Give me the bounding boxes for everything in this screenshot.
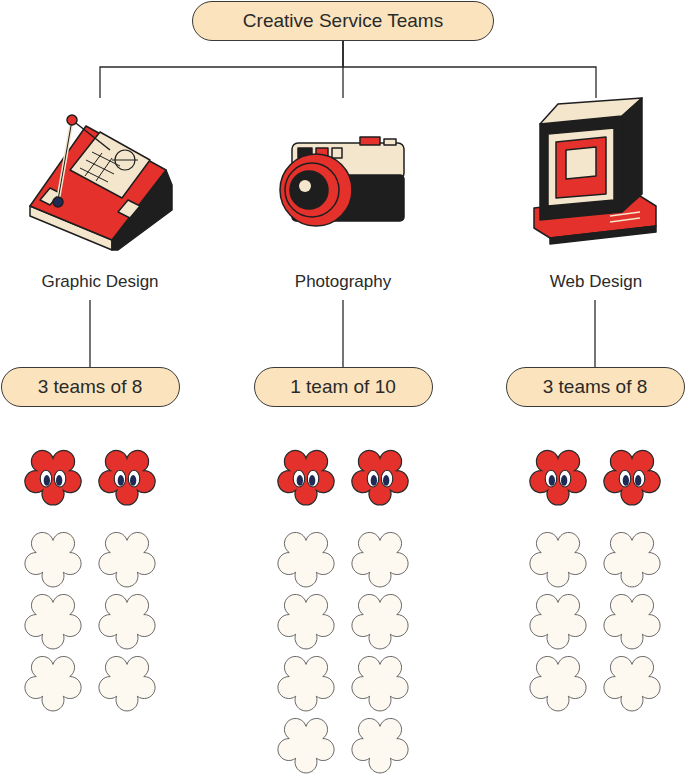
tree-connector [594, 300, 595, 367]
category-node: Graphic Design [20, 98, 180, 300]
root-pill: Creative Service Teams [192, 1, 494, 41]
tree-connector [342, 300, 343, 367]
team-count-pill: 3 teams of 8 [1, 367, 180, 407]
tree-connector [100, 41, 343, 98]
tree-connector [89, 300, 90, 367]
category-node: Web Design [516, 98, 676, 300]
node-label: 1 team of 10 [290, 376, 396, 398]
drafting-table-icon [30, 115, 172, 250]
team-count-pill: 1 team of 10 [254, 367, 433, 407]
team-count-pill: 3 teams of 8 [506, 367, 685, 407]
node-label: Graphic Design [39, 272, 160, 292]
node-label: Web Design [548, 272, 644, 292]
node-label: 3 teams of 8 [38, 376, 143, 398]
tree-connector [343, 41, 596, 98]
team-member-icons [25, 450, 660, 773]
camera-icon [280, 137, 404, 226]
computer-icon [534, 98, 656, 244]
node-label: Creative Service Teams [243, 10, 443, 32]
node-label: 3 teams of 8 [543, 376, 648, 398]
node-label: Photography [293, 272, 393, 292]
category-node: Photography [263, 98, 423, 300]
